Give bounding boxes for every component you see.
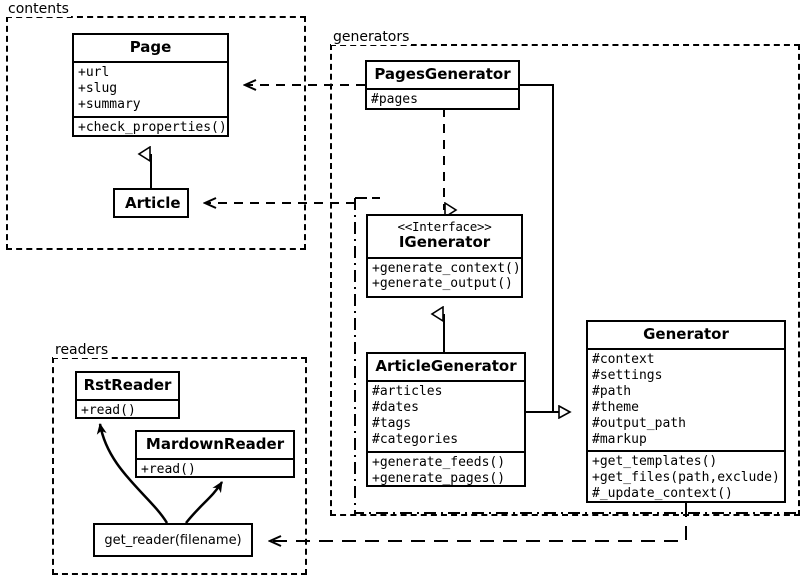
- class-attribute: #markup: [592, 431, 647, 447]
- class-attribute: #settings: [592, 368, 663, 384]
- class-methods-generator: +get_templates() +get_files(path,exclude…: [588, 450, 784, 505]
- line-pagesgenerator-inherits-generator: [520, 84, 570, 412]
- class-method: +generate_context(): [372, 260, 521, 276]
- class-methods-article-generator: +generate_feeds() +generate_pages(): [368, 450, 524, 490]
- generators-inner-frame: [354, 198, 800, 514]
- class-name-label-igenerator: IGenerator: [398, 233, 491, 252]
- class-method: +generate_pages(): [372, 470, 506, 486]
- class-box-page[interactable]: Page +url +slug +summary +check_properti…: [72, 33, 229, 137]
- class-box-generator[interactable]: Generator #context #settings #path #them…: [586, 320, 786, 503]
- class-method: +check_properties(): [78, 119, 227, 135]
- class-method: +generate_output(): [372, 276, 513, 292]
- class-name-page: Page: [129, 38, 172, 56]
- class-name-generator: Generator: [643, 325, 729, 343]
- class-methods-page: +check_properties(): [74, 115, 227, 139]
- package-readers: [52, 357, 307, 575]
- line-get-reader-returns-rstreader: [96, 423, 169, 524]
- class-attribute: #pages: [371, 92, 418, 108]
- line-get-reader-returns-mardownreader: [185, 481, 224, 524]
- class-name-igenerator: <<Interface>> IGenerator: [368, 216, 521, 257]
- package-label-generators: generators: [331, 29, 412, 45]
- class-attribute: #output_path: [592, 415, 686, 431]
- class-method: #_update_context(): [592, 486, 733, 502]
- class-attribute: +slug: [78, 81, 118, 97]
- class-method: +get_templates(): [592, 454, 718, 470]
- class-box-article[interactable]: Article: [113, 188, 189, 218]
- class-attribute: +url: [78, 65, 110, 81]
- class-name-mardown-reader: MardownReader: [145, 435, 285, 453]
- class-method: +get_files(path,exclude): [592, 470, 780, 486]
- class-attributes-generator: #context #settings #path #theme #output_…: [588, 348, 784, 450]
- class-box-article-generator[interactable]: ArticleGenerator #articles #dates #tags …: [366, 352, 526, 487]
- package-generators: [330, 44, 800, 516]
- class-box-igenerator[interactable]: <<Interface>> IGenerator +generate_conte…: [366, 214, 523, 298]
- class-stereotype-igenerator: <<Interface>>: [397, 219, 492, 234]
- class-method: +read(): [141, 462, 196, 478]
- class-method: +read(): [81, 403, 136, 419]
- class-name-pages-generator: PagesGenerator: [374, 65, 511, 83]
- class-attribute: #context: [592, 352, 655, 368]
- class-method: +generate_feeds(): [372, 454, 506, 470]
- function-box-get-reader[interactable]: get_reader(filename): [93, 523, 253, 557]
- class-attribute: #theme: [592, 399, 639, 415]
- class-box-rst-reader[interactable]: RstReader +read(): [75, 371, 180, 419]
- class-name-article-generator: ArticleGenerator: [375, 357, 517, 375]
- class-name-rst-reader: RstReader: [83, 376, 172, 394]
- class-attributes-article-generator: #articles #dates #tags #categories: [368, 380, 524, 450]
- class-attributes-page: +url +slug +summary: [74, 61, 227, 116]
- class-box-pages-generator[interactable]: PagesGenerator #pages: [365, 60, 520, 110]
- class-attribute: +summary: [78, 96, 141, 112]
- package-label-readers: readers: [53, 342, 111, 358]
- class-methods-rst-reader: +read(): [77, 399, 178, 422]
- function-label-get-reader: get_reader(filename): [104, 532, 242, 548]
- class-attribute: #path: [592, 383, 632, 399]
- package-contents: [6, 16, 306, 250]
- class-attribute: #articles: [372, 384, 443, 400]
- class-methods-mardown-reader: +read(): [137, 458, 293, 481]
- class-name-article: Article: [125, 194, 181, 212]
- class-attribute: #categories: [372, 431, 459, 447]
- class-box-mardown-reader[interactable]: MardownReader +read(): [135, 430, 295, 478]
- class-attribute: #dates: [372, 400, 419, 416]
- class-attributes-pages-generator: #pages: [367, 88, 518, 111]
- class-methods-igenerator: +generate_context() +generate_output(): [368, 256, 521, 296]
- package-label-contents: contents: [6, 1, 71, 17]
- class-attribute: #tags: [372, 415, 412, 431]
